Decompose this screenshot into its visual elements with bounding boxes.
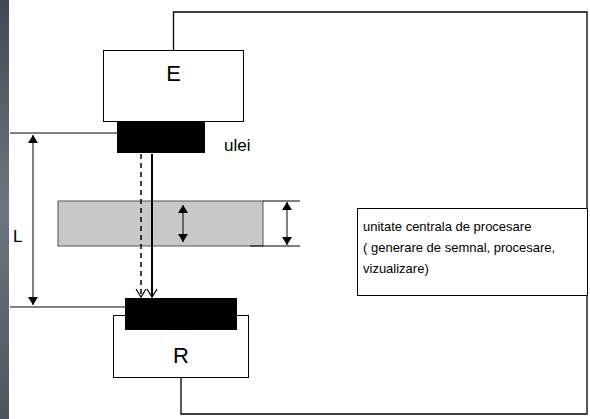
distance-label: L bbox=[11, 228, 24, 247]
direct-beam bbox=[151, 154, 153, 297]
reflected-beam bbox=[140, 154, 142, 297]
thickness-dimension bbox=[287, 202, 288, 245]
emitter-box: E bbox=[103, 50, 244, 122]
medium-label: ulei bbox=[222, 137, 252, 156]
reference-line bbox=[10, 307, 125, 308]
processing-unit-box: unitate centrala de procesare( generare … bbox=[357, 208, 588, 296]
signal-wire bbox=[181, 296, 587, 414]
box-title: R bbox=[119, 343, 243, 369]
distance-arrow bbox=[33, 135, 34, 305]
dimension-tick bbox=[250, 246, 300, 247]
receiver-transducer bbox=[125, 298, 237, 330]
emitter-transducer bbox=[117, 121, 205, 153]
inner-thickness-arrow bbox=[183, 205, 184, 242]
box-body: ( generare de semnal, procesare, vizuali… bbox=[363, 238, 582, 280]
dimension-tick bbox=[263, 201, 300, 202]
reference-line bbox=[10, 133, 117, 134]
receiver-box: R bbox=[113, 315, 249, 378]
box-title: unitate centrala de procesare bbox=[363, 217, 582, 238]
photo-strip bbox=[0, 0, 9, 419]
box-title: E bbox=[109, 61, 238, 87]
test-plate bbox=[58, 201, 263, 246]
signal-wire bbox=[174, 12, 588, 208]
